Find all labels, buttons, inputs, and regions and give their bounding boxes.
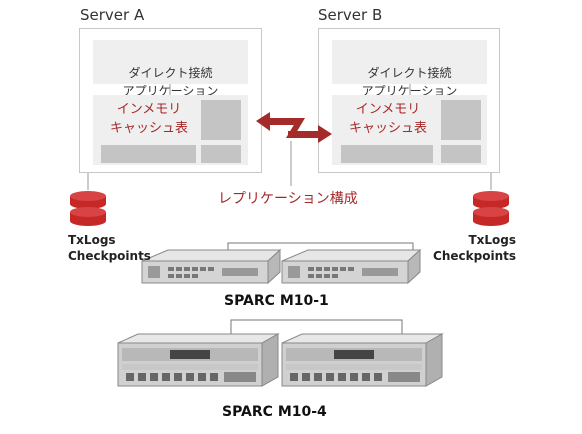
m10-4-server-right-icon (281, 333, 444, 387)
left-disk-icon (70, 191, 106, 226)
model-m10-4-label: SPARC M10-4 (222, 404, 327, 420)
server-b-app-box: ダイレクト接続 アプリケーション (332, 40, 487, 98)
logs-right-line2: Checkpoints (433, 249, 516, 263)
m10-4-server-left-icon (117, 333, 280, 387)
m10-1-server-right-icon (281, 248, 422, 285)
m10-4-link-line (230, 319, 403, 339)
right-disk-icon (473, 191, 509, 226)
server-a-block-bottom (101, 145, 196, 163)
logs-left-label: TxLogs Checkpoints (68, 232, 151, 264)
server-b-block-right (441, 100, 481, 140)
server-a-title: Server A (80, 6, 145, 24)
server-b-block-small (441, 145, 481, 163)
server-a-app-box: ダイレクト接続 アプリケーション (93, 40, 248, 98)
server-a-block-right (201, 100, 241, 140)
server-b-app-label: ダイレクト接続 アプリケーション (361, 66, 458, 98)
logs-right-line1: TxLogs (468, 233, 516, 247)
replication-arrow (256, 112, 332, 143)
server-a-block-small (201, 145, 241, 163)
replication-label: レプリケーション構成 (218, 191, 358, 207)
model-m10-1-label: SPARC M10-1 (224, 293, 329, 309)
server-b-cache-label: インメモリ キャッシュ表 (348, 102, 427, 136)
logs-left-line2: Checkpoints (68, 249, 151, 263)
logs-right-label: TxLogs Checkpoints (432, 232, 516, 264)
server-b-title: Server B (318, 6, 383, 24)
server-a-cache-label: インメモリ キャッシュ表 (109, 102, 188, 136)
logs-left-line1: TxLogs (68, 233, 116, 247)
m10-1-server-left-icon (141, 248, 282, 285)
server-b-block-bottom (341, 145, 433, 163)
